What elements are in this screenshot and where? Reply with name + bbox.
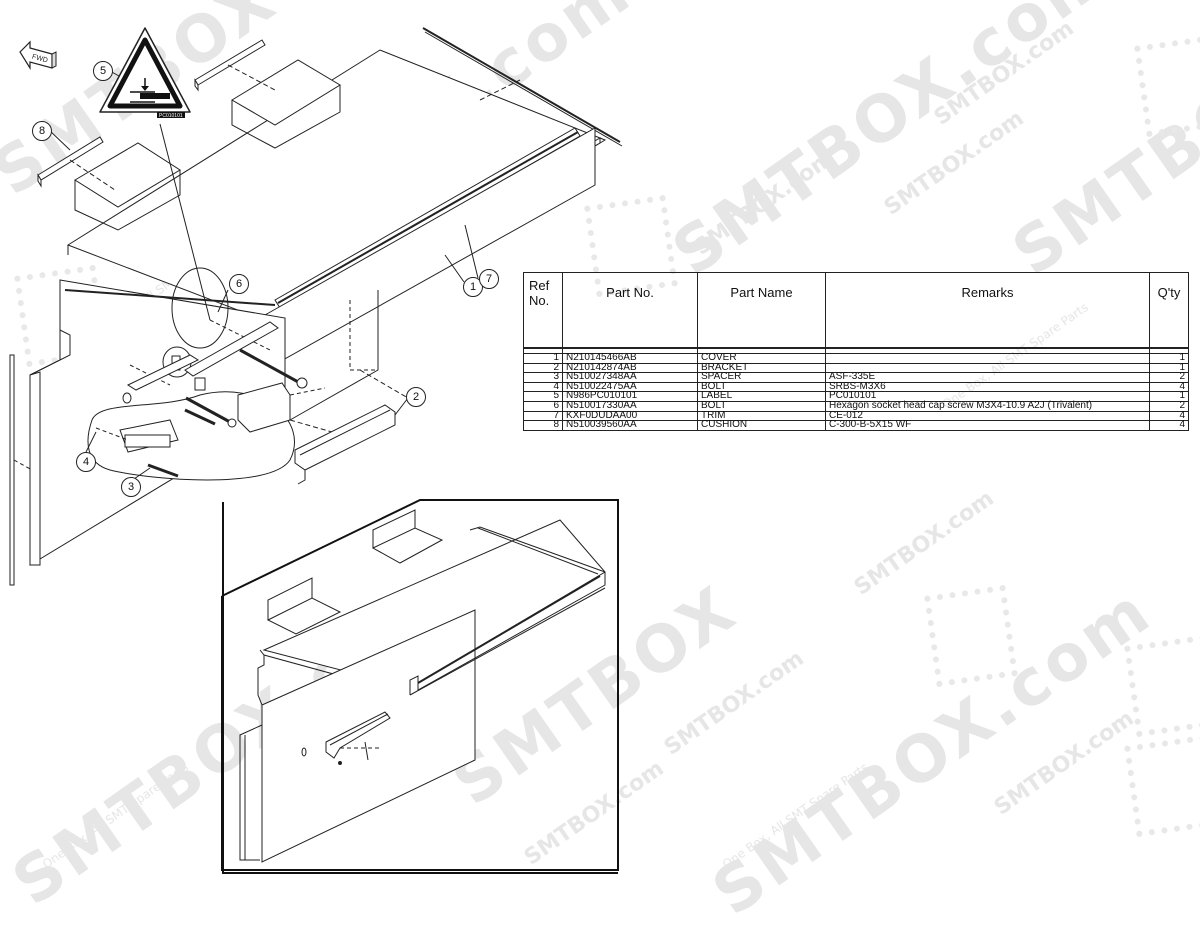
table-row: 6 N510017330AA BOLT Hexagon socket head … xyxy=(523,401,1189,412)
fwd-label: FWD xyxy=(31,54,48,65)
table-spacer-row xyxy=(523,347,1189,354)
cell-remarks xyxy=(825,353,1150,364)
pinch-hazard-warning-icon: PC010101 xyxy=(99,27,191,119)
cell-remarks: C-300-B-5X15 WF xyxy=(825,420,1150,431)
callout-8: 8 xyxy=(32,121,52,141)
svg-text:PC010101: PC010101 xyxy=(159,113,183,119)
table-header-row: Ref No. Part No. Part Name Remarks Q'ty xyxy=(523,272,1189,349)
header-part-name: Part Name xyxy=(697,272,826,349)
header-ref-no: Ref No. xyxy=(523,272,563,349)
header-qty: Q'ty xyxy=(1149,272,1189,349)
cell-remarks: Hexagon socket head cap screw M3X4-10.9 … xyxy=(825,401,1150,412)
header-part-no: Part No. xyxy=(562,272,698,349)
fwd-arrow-icon: FWD xyxy=(18,40,58,81)
cell-part-no: N510039560AA xyxy=(562,420,698,431)
callout-7: 7 xyxy=(479,269,499,289)
callout-5: 5 xyxy=(93,61,113,81)
callout-4: 4 xyxy=(76,452,96,472)
exploded-view-drawing: PC010101 xyxy=(9,27,623,863)
detail-inset-frame xyxy=(221,499,619,874)
parts-list-table: Ref No. Part No. Part Name Remarks Q'ty … xyxy=(523,272,1189,431)
callout-3: 3 xyxy=(121,477,141,497)
cell-qty: 4 xyxy=(1149,420,1189,431)
cell-part-name: CUSHION xyxy=(697,420,826,431)
callout-2: 2 xyxy=(406,387,426,407)
table-row: 8 N510039560AA CUSHION C-300-B-5X15 WF 4 xyxy=(523,420,1189,431)
cell-ref: 8 xyxy=(523,420,563,431)
callout-6: 6 xyxy=(229,274,249,294)
header-remarks: Remarks xyxy=(825,272,1150,349)
